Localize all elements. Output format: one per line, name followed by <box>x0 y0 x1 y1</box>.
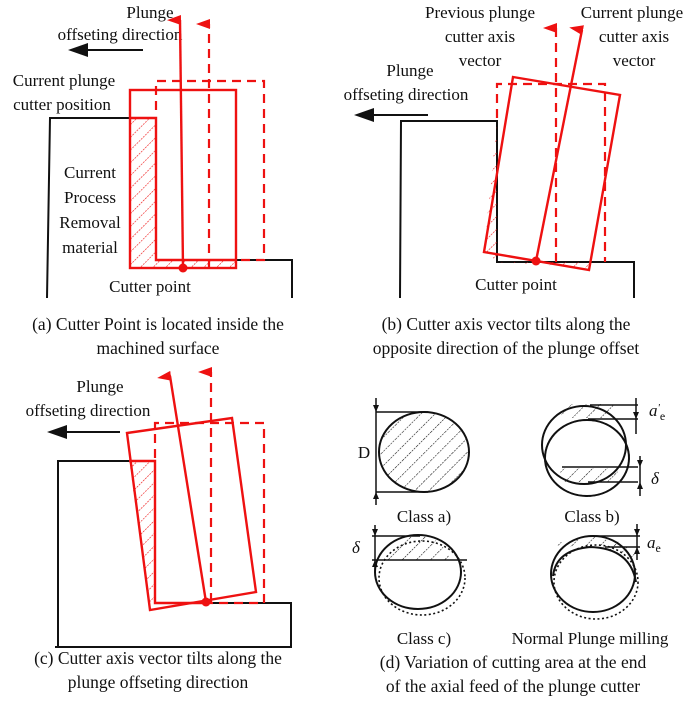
class-b-label: Class b) <box>564 507 619 526</box>
caption-a-line1: (a) Cutter Point is located inside the <box>32 314 284 334</box>
removal-label-line4: material <box>62 238 118 257</box>
prev-axis-label-line2: cutter axis <box>445 27 515 46</box>
class-b-diagram: a'e δ Class b) <box>541 398 665 526</box>
position-label-line1: Current plunge <box>13 71 115 90</box>
caption-c-line2: plunge offseting direction <box>68 672 249 692</box>
caption-d-line1: (d) Variation of cutting area at the end <box>380 652 647 672</box>
cutter-point-label-b: Cutter point <box>475 275 557 294</box>
cutter-point-marker-b <box>531 256 541 266</box>
normal-plunge-diagram: ae Normal Plunge milling <box>512 524 669 648</box>
class-c-label: Class c) <box>397 629 451 648</box>
normal-plunge-label: Normal Plunge milling <box>512 629 669 648</box>
current-axis-arrow-b <box>534 25 584 262</box>
caption-d-line2: of the axial feed of the plunge cutter <box>386 676 640 696</box>
cutter-point-marker-c <box>201 597 211 607</box>
offset-label-b-line1: Plunge <box>386 61 433 80</box>
offset-label-line1: Plunge <box>126 3 173 22</box>
curr-axis-label-line3: vector <box>613 51 656 70</box>
offset-direction-arrow-c <box>47 425 120 439</box>
current-axis-arrow-c <box>157 370 208 603</box>
workpiece-outline <box>46 117 156 299</box>
curr-axis-label-line1: Current plunge <box>581 3 683 22</box>
removal-boundary <box>130 116 236 262</box>
panel-b: Previous plunge cutter axis vector Curre… <box>344 3 684 358</box>
removal-label-line3: Removal <box>59 213 121 232</box>
caption-c-line1: (c) Cutter axis vector tilts along the <box>34 648 282 668</box>
caption-a-line2: machined surface <box>97 338 220 358</box>
curr-axis-label-line2: cutter axis <box>599 27 669 46</box>
removal-boundary-c <box>129 459 206 605</box>
offset-label-c-line2: offseting direction <box>26 401 151 420</box>
offset-label-c-line1: Plunge <box>76 377 123 396</box>
panel-c: Plunge offseting direction (c) Cutter ax… <box>26 367 292 692</box>
delta-label: δ <box>651 469 660 488</box>
removal-material-hatch <box>130 118 156 268</box>
class-c-diagram: δ Class c) <box>352 525 467 648</box>
offset-direction-arrow-b <box>354 108 428 122</box>
delta-label-c: δ <box>352 538 361 557</box>
caption-b-line1: (b) Cutter axis vector tilts along the <box>382 314 631 334</box>
current-cutter-rect-b <box>482 75 622 272</box>
cutter-point-label: Cutter point <box>109 277 191 296</box>
offset-direction-arrow <box>68 43 143 57</box>
caption-b-line2: opposite direction of the plunge offset <box>373 338 640 358</box>
panel-a: Plunge offseting direction Current plung… <box>13 3 293 358</box>
offset-label-b-line2: offseting direction <box>344 85 469 104</box>
previous-cutter-rect-c <box>153 421 266 605</box>
workpiece-base-c <box>55 602 292 648</box>
current-axis-arrow <box>167 14 185 269</box>
ae-prime-label: a'e <box>649 401 665 423</box>
dimension-D-label: D <box>358 443 370 462</box>
offset-label-line2: offseting direction <box>58 25 183 44</box>
class-a-diagram: D Class a) <box>358 398 470 526</box>
ae-label: ae <box>647 533 661 555</box>
workpiece-outline-c <box>57 460 155 648</box>
class-a-label: Class a) <box>397 507 451 526</box>
position-label-line2: cutter position <box>13 95 111 114</box>
previous-cutter-rect-b <box>495 82 607 262</box>
panel-d: D Class a) a'e δ Class b) <box>352 398 669 696</box>
removal-label-line2: Process <box>64 188 116 207</box>
removal-label-line1: Current <box>64 163 116 182</box>
bottom-removal-hatch <box>156 260 236 268</box>
previous-cutter-rect <box>154 79 266 262</box>
prev-axis-label-line1: Previous plunge <box>425 3 535 22</box>
cutter-point-marker <box>178 263 188 273</box>
prev-axis-label-line3: vector <box>459 51 502 70</box>
